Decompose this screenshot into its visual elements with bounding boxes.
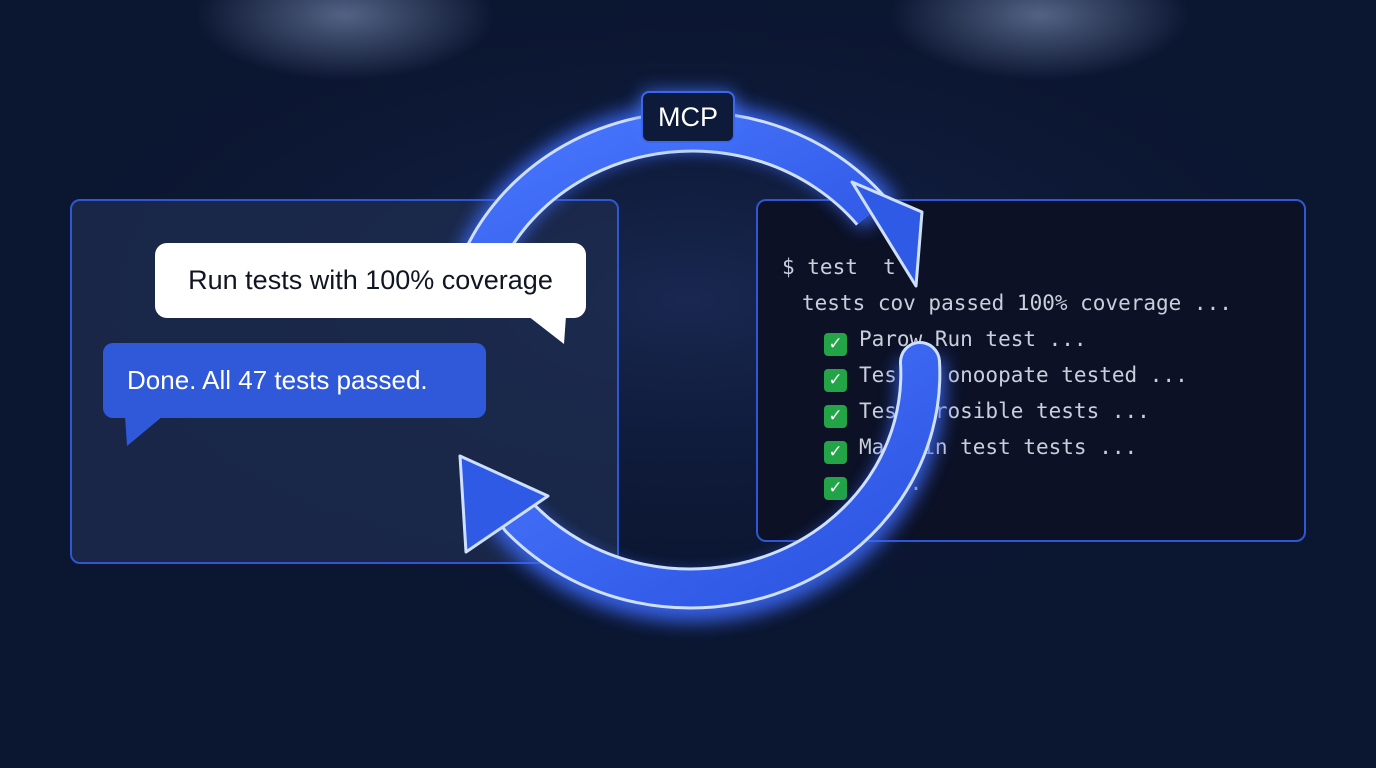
- terminal-line: ✓Tes prosible tests ...: [824, 399, 1150, 428]
- assistant-message-bubble: Done. All 47 tests passed.: [103, 343, 486, 418]
- assistant-bubble-tail: [125, 416, 163, 446]
- terminal-line: ✓Tes p onoopate tested ...: [824, 363, 1188, 392]
- lower-arrow-head: [458, 454, 550, 554]
- check-mark-icon: ✓: [824, 477, 847, 500]
- terminal-panel: [756, 199, 1306, 542]
- mcp-badge-label: MCP: [658, 101, 718, 132]
- check-mark-icon: ✓: [824, 369, 847, 392]
- check-mark-icon: ✓: [824, 441, 847, 464]
- upper-arrow-head: [850, 180, 924, 288]
- terminal-line: $ test t: [782, 255, 896, 279]
- check-mark-icon: ✓: [824, 405, 847, 428]
- check-mark-icon: ✓: [824, 333, 847, 356]
- mcp-badge: MCP: [641, 91, 735, 143]
- terminal-line: tests cov passed 100% coverage ...: [802, 291, 1232, 315]
- assistant-message-text: Done. All 47 tests passed.: [127, 365, 428, 395]
- user-message-bubble: Run tests with 100% coverage: [155, 243, 586, 318]
- user-message-text: Run tests with 100% coverage: [188, 265, 553, 295]
- terminal-line: ✓Parow Run test ...: [824, 327, 1087, 356]
- user-bubble-tail: [528, 316, 566, 344]
